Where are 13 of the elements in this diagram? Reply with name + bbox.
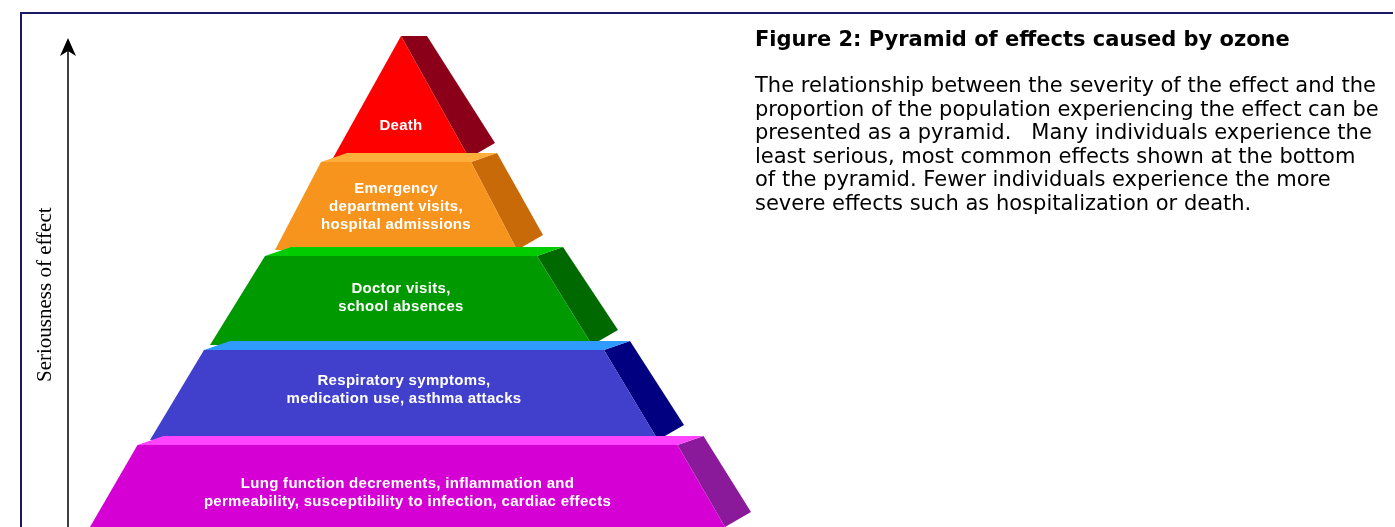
- tier-label: Respiratory symptoms, medication use, asthma attacks: [285, 371, 523, 407]
- figure-title: Figure 2: Pyramid of effects caused by ozone: [755, 28, 1291, 51]
- tier-label: Death: [378, 116, 424, 134]
- pyramid-tier: [333, 36, 495, 158]
- axis-label: Seriousness of effect: [32, 207, 57, 382]
- figure-caption: The relationship between the severity of the effect and the proportion of the population experiencing the effect can be presented as a pyramid. Many individuals experience the least serious, most common effects shown at the bottom of the pyramid. Fewer individuals experience the more severe effects such as hospitalization or death.: [755, 74, 1380, 215]
- pyramid-tier: [90, 436, 751, 527]
- tier-label: Doctor visits, school absences: [337, 279, 465, 315]
- tier-label: Lung function decrements, inflammation and permeability, susceptibility to infection, cardiac effects: [202, 474, 613, 510]
- pyramid-tier: [150, 341, 684, 440]
- pyramid-tier: [275, 153, 543, 250]
- pyramid-tier: [210, 247, 618, 345]
- tier-label: Emergency department visits, hospital admissions: [320, 179, 472, 233]
